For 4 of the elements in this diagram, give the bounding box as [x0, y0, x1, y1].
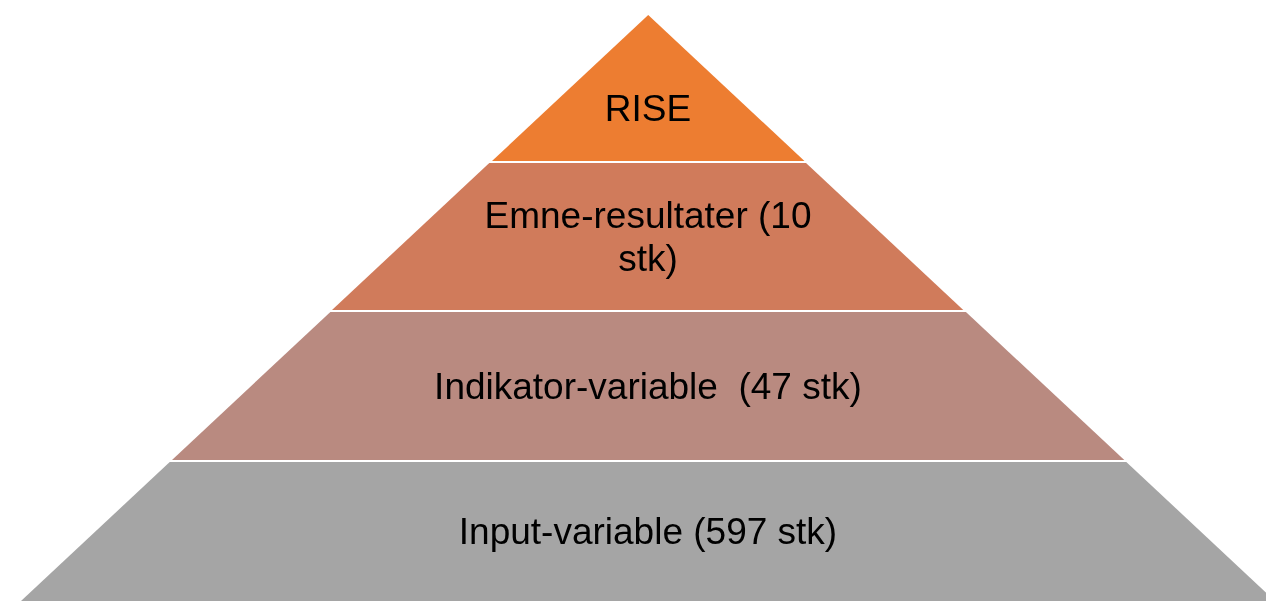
- tier-label: Indikator-variable (47 stk): [433, 364, 863, 408]
- tier-label: RISE: [603, 86, 693, 130]
- tier-label: Input-variable (597 stk): [457, 510, 839, 553]
- tier-label: Emne-resultater (10 stk): [483, 193, 813, 280]
